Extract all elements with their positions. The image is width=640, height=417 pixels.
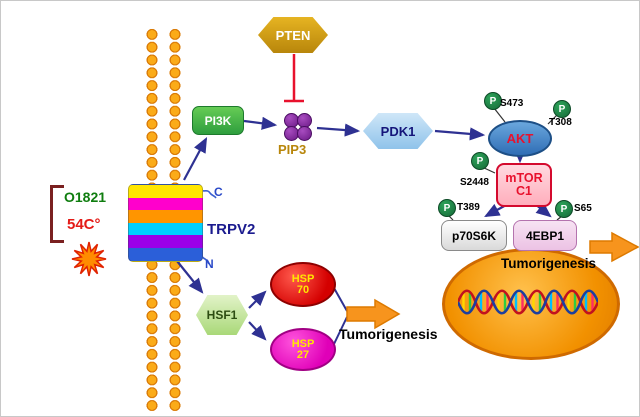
hsp70-label-line1: HSP	[291, 272, 315, 285]
arrow-hsf1-hsp70	[248, 290, 267, 309]
site-label-s473: S473	[500, 98, 524, 109]
block-arrow-tumorigenesis-top	[589, 231, 639, 263]
hsp27-label-line2: 27	[296, 348, 310, 361]
p70s6k-node: p70S6K	[441, 220, 507, 251]
o1821-label: O1821	[64, 189, 107, 205]
arrow-hsf1-hsp27	[248, 321, 267, 341]
phospho-badge-t389: P	[438, 199, 456, 217]
phospho-badge-s473: P	[484, 92, 502, 110]
c-terminus-label: C	[214, 185, 223, 199]
phospho-badge-t308: P	[553, 100, 571, 118]
pip3-label: PIP3	[278, 142, 307, 157]
site-label-t389: T389	[457, 202, 480, 213]
temperature-label: 54C°	[67, 216, 101, 233]
tumorigenesis-top-label: Tumorigenesis	[501, 256, 597, 271]
n-terminus-label: N	[205, 257, 214, 271]
mtor-label-line1: mTOR	[505, 170, 543, 185]
arrow-pip3-pdk1	[316, 123, 361, 137]
heat-starburst-icon	[71, 241, 107, 277]
tumorigenesis-bottom-label: Tumorigenesis	[339, 326, 438, 342]
pdk1-node: PDK1	[363, 113, 433, 149]
pip3-molecule	[283, 112, 312, 141]
nucleus	[442, 248, 620, 360]
hsp27-node: HSP 27	[270, 328, 336, 371]
pip3-circle	[297, 126, 312, 141]
arrow-pi3k-pip3	[243, 116, 278, 130]
trpv2-label: TRPV2	[207, 221, 256, 238]
phospho-badge-s65: P	[555, 200, 573, 218]
hsp70-label-line2: 70	[296, 283, 310, 296]
site-label-s2448: S2448	[460, 177, 489, 188]
dna-helix	[458, 289, 598, 315]
hsp70-node: HSP 70	[270, 262, 336, 307]
arrow-trpv2-pi3k	[183, 137, 208, 181]
connector-p-s473	[493, 107, 506, 123]
4ebp1-node: 4EBP1	[513, 220, 577, 251]
site-label-s65: S65	[574, 203, 592, 214]
mtorc1-node: mTOR C1	[496, 163, 552, 207]
connector-hsp70-merge	[333, 287, 348, 312]
hsf1-node: HSF1	[196, 295, 248, 335]
trpv2-channel	[128, 184, 203, 262]
pten-node: PTEN	[258, 17, 328, 53]
arrow-pdk1-akt	[434, 127, 486, 141]
pi3k-node: PI3K	[192, 106, 244, 135]
phospho-badge-s2448: P	[471, 152, 489, 170]
stimulus-bracket	[50, 185, 64, 243]
block-arrow-tumorigenesis-bottom	[346, 298, 401, 330]
site-label-t308: T308	[549, 117, 572, 128]
akt-node: AKT	[488, 120, 552, 157]
hsp27-label-line1: HSP	[291, 337, 315, 350]
mtor-label-line2: C1	[516, 184, 532, 198]
